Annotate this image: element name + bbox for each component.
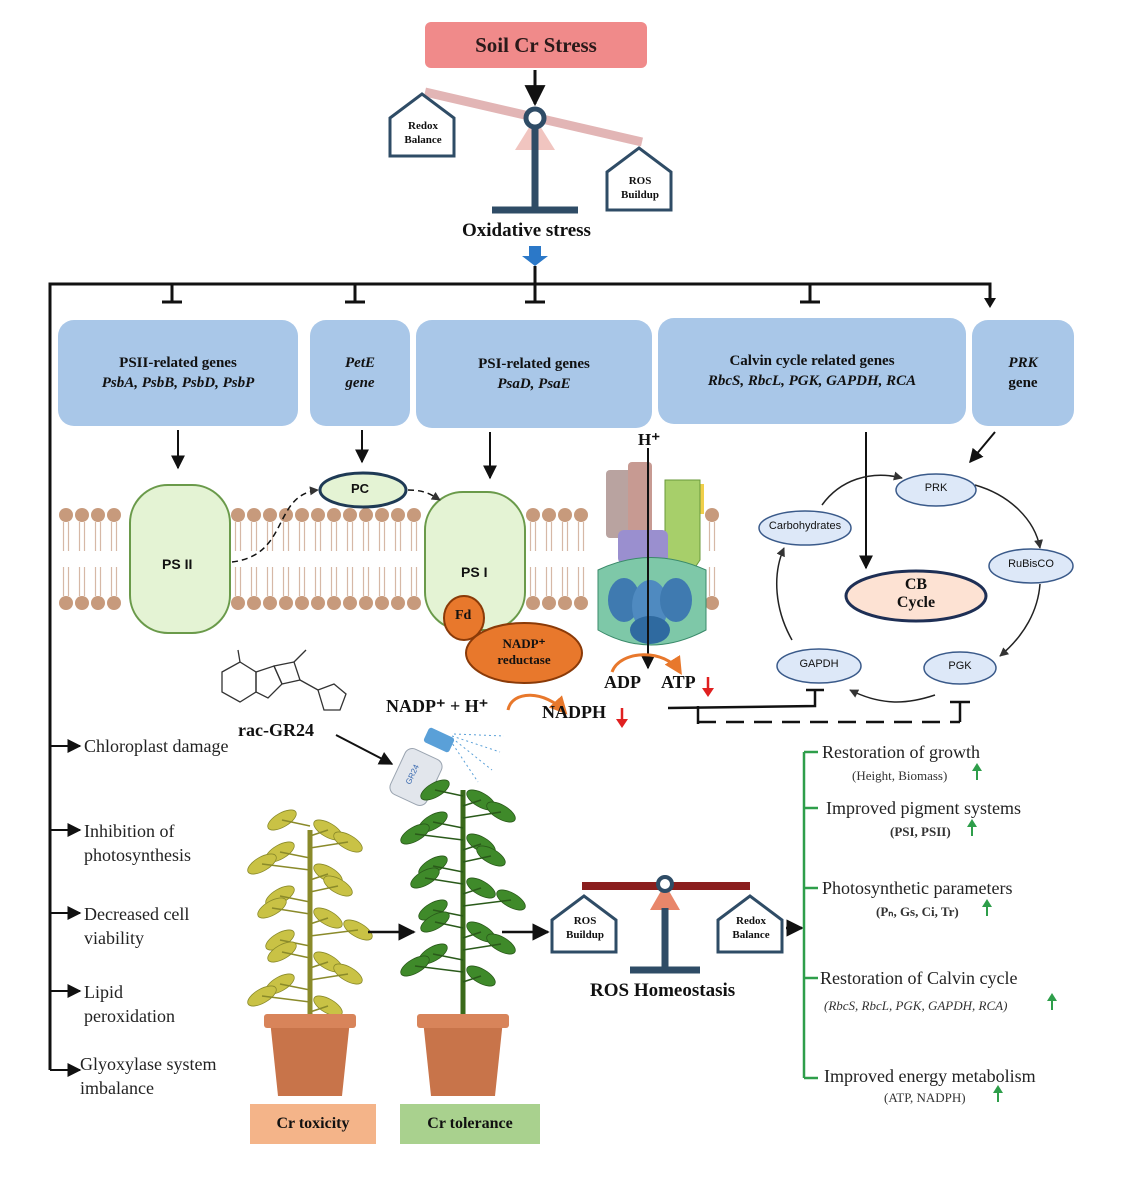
effect-arrows <box>50 739 82 1077</box>
ps2-complex <box>129 484 231 634</box>
redox-balance-house-icon <box>716 894 784 954</box>
nadp-reductase-shape <box>465 622 583 684</box>
prk-node-label: PRK <box>924 482 948 494</box>
redox-house-icon <box>388 92 456 158</box>
pgk-node-label: PGK <box>948 660 972 672</box>
nadp-plus-h-label: NADP⁺ + H⁺ <box>386 696 489 716</box>
cr-tolerance-label: Cr tolerance <box>400 1104 540 1144</box>
result-photosynthetic-sub: (Pₙ, Gs, Ci, Tr) <box>876 904 959 919</box>
ps2-label: PS II <box>162 556 193 572</box>
calvin-nodes <box>758 473 1074 685</box>
ros-homeostasis-label: ROS Homeostasis <box>590 980 736 1001</box>
fd-label: Fd <box>455 608 472 623</box>
results-bracket <box>802 750 818 1080</box>
effect-chloroplast-damage: Chloroplast damage <box>84 736 229 756</box>
cr-tolerance-plant-icon <box>400 779 526 1096</box>
cb-cycle-shape <box>844 569 988 623</box>
result-growth-sub: (Height, Biomass) <box>852 768 948 783</box>
atp-label: ATP <box>661 672 696 692</box>
result-calvin-sub: (RbcS, RbcL, PGK, GAPDH, RCA) <box>824 998 1008 1013</box>
h-plus-label: H⁺ <box>638 430 661 449</box>
ros-buildup-house-icon <box>550 894 618 954</box>
up-arrow-icons <box>967 763 1057 1102</box>
ros-house-icon <box>605 146 673 212</box>
gapdh-node-label: GAPDH <box>799 658 839 670</box>
gr24-molecule-icon <box>221 649 347 711</box>
bottom-balance <box>550 875 784 974</box>
calvin-inhibition-lines <box>667 688 970 724</box>
cr-toxicity-label: Cr toxicity <box>250 1104 376 1144</box>
oxidative-stress-label: Oxidative stress <box>462 220 591 241</box>
fd-shape <box>443 595 485 641</box>
title-soil-cr-stress: Soil Cr Stress <box>425 22 647 68</box>
gene-arrows <box>171 430 996 570</box>
thylakoid-membrane <box>59 508 719 610</box>
result-photosynthetic-title: Photosynthetic parameters <box>822 878 1013 898</box>
inhibition-lines <box>48 266 992 1070</box>
atp-synthase-icon <box>597 462 707 646</box>
calvin-cycle-arrows <box>775 471 1043 703</box>
result-calvin-title: Restoration of Calvin cycle <box>820 968 1018 988</box>
nadp-reductase-label: NADP⁺reductase <box>497 636 551 667</box>
rubisco-node-label: RuBisCO <box>1008 558 1054 570</box>
blue-down-arrow-icon <box>522 246 548 266</box>
top-balance <box>388 70 673 214</box>
nadph-label: NADPH <box>542 702 606 722</box>
result-growth-title: Restoration of growth <box>822 742 980 762</box>
ps1-label: PS I <box>461 564 488 580</box>
pc-label: PC <box>351 481 370 496</box>
adp-label: ADP <box>604 672 641 692</box>
result-pigment-title: Improved pigment systems <box>826 798 1021 818</box>
rac-gr24-label: rac-GR24 <box>238 720 314 740</box>
result-energy-title: Improved energy metabolism <box>824 1066 1036 1086</box>
cr-toxicity-plant-icon <box>247 809 373 1096</box>
result-energy-sub: (ATP, NADPH) <box>884 1090 966 1105</box>
result-pigment-sub: (PSI, PSII) <box>890 824 951 839</box>
pc-shape <box>318 471 408 509</box>
carbohydrates-node-label: Carbohydrates <box>768 520 842 532</box>
